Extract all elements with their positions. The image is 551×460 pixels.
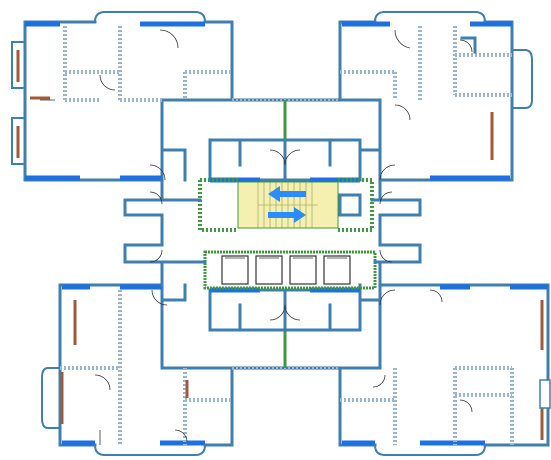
central-core <box>149 98 393 370</box>
stair-arrow-left <box>268 186 306 202</box>
elevator-2 <box>255 255 283 285</box>
elevator-4 <box>323 255 351 285</box>
elevator-shaft-bank <box>203 250 377 290</box>
unit-bottom-left <box>41 243 234 456</box>
unit-top-left <box>11 11 234 217</box>
unit-top-right <box>338 11 533 217</box>
elevator-3 <box>289 255 317 285</box>
right-edge-fixture <box>539 379 551 409</box>
stair-arrow-right <box>268 207 306 223</box>
unit-bottom-right <box>338 243 550 456</box>
elevator-1 <box>221 255 249 285</box>
